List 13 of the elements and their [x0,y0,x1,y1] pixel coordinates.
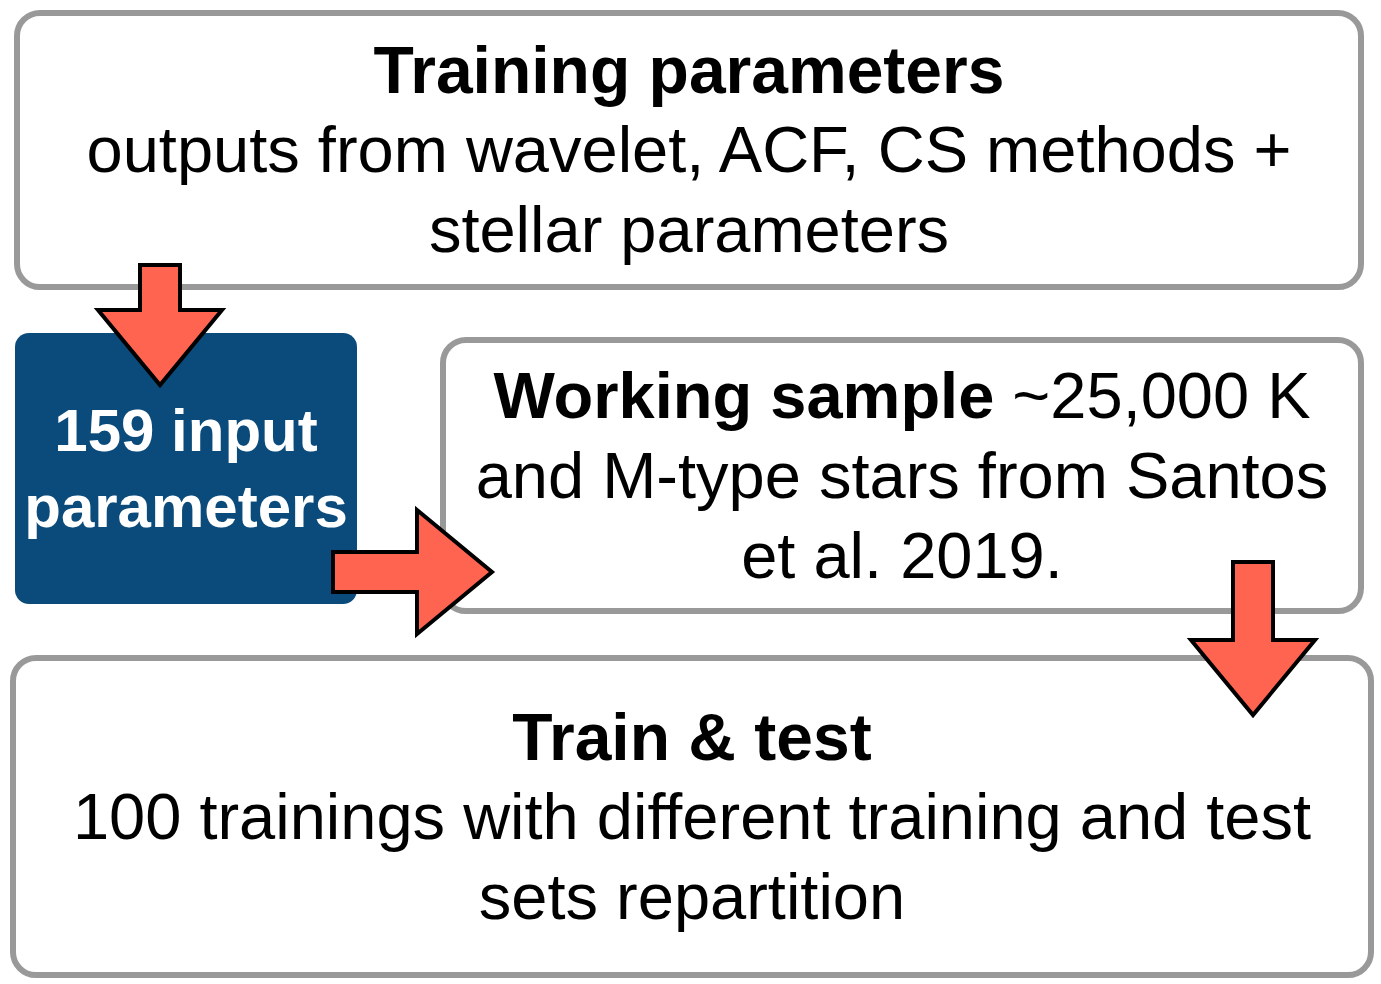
process-box [14,10,1364,290]
box-heading: Train & test [511,698,873,776]
box-text: outputs from wavelet, ACF, CS methods + stellar parameters [85,112,1293,268]
parameter-box [15,333,357,604]
box-heading: Training parameters [372,32,1006,109]
process-box [440,337,1364,614]
box-text: Working sample ~25,000 K and M-type stars from Santos et al. 2019. [474,357,1330,594]
block-arrow [331,505,496,639]
block-arrow [1186,560,1320,719]
box-text: 100 trainings with different training and test sets repartition [71,778,1313,935]
block-arrow [93,263,227,389]
process-box [10,655,1374,978]
box-text: 159 input parameters [23,395,349,542]
